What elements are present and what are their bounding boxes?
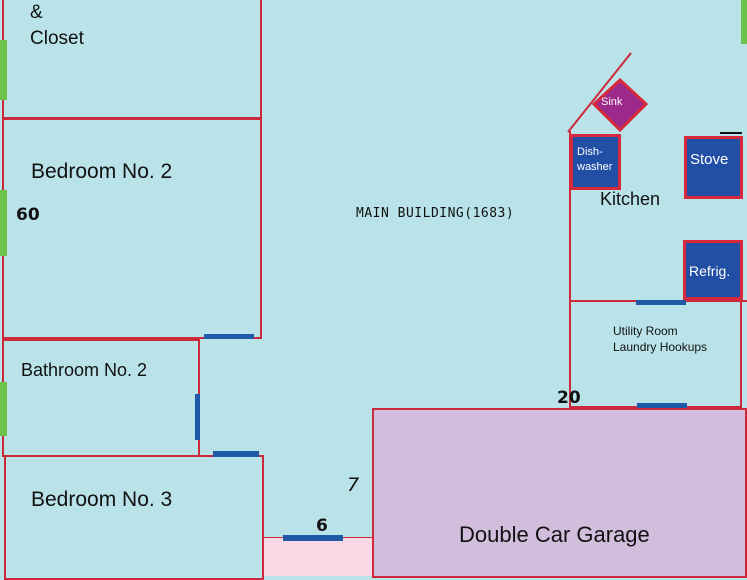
dimension-60: 60 — [16, 205, 40, 225]
dishwasher-label-line1: Dish- — [577, 146, 603, 158]
kitchen-wall-left — [569, 131, 571, 302]
front-door — [283, 535, 343, 541]
kitchen-label: Kitchen — [600, 189, 661, 209]
bedroom-2-room — [2, 117, 262, 339]
main-building-label: MAIN BUILDING(1683) — [356, 206, 515, 221]
bedroom-3-label: Bedroom No. 3 — [31, 488, 173, 511]
utility-label-line2: Laundry Hookups — [613, 340, 708, 354]
bedroom-2-door — [204, 334, 254, 339]
stove-mark — [720, 132, 742, 138]
refrigerator-label: Refrig. — [689, 263, 731, 279]
kitchen-window — [741, 0, 747, 44]
bedroom-2-window — [0, 190, 7, 256]
dimension-6: 6 — [316, 516, 328, 536]
utility-door — [636, 300, 686, 305]
closet-window — [0, 40, 7, 100]
bathroom-2-label: Bathroom No. 2 — [21, 360, 148, 380]
stove-label: Stove — [690, 151, 729, 168]
bedroom-3-room — [4, 455, 264, 580]
dishwasher-appliance — [570, 134, 621, 190]
garage-label: Double Car Garage — [459, 522, 650, 547]
dishwasher-label-line2: washer — [577, 161, 613, 173]
utility-room — [569, 300, 742, 408]
bedroom-2-label: Bedroom No. 2 — [31, 160, 173, 183]
bedroom-3-door — [213, 451, 259, 457]
closet-amp-label: & — [30, 2, 43, 23]
garage-door — [637, 403, 687, 408]
garage-room — [372, 408, 747, 578]
stove-appliance — [684, 136, 743, 199]
bathroom-2-door — [195, 394, 200, 440]
bathroom-2-room — [2, 339, 200, 457]
closet-label: Closet — [30, 28, 84, 49]
porch-area — [262, 537, 374, 576]
bathroom-2-window — [0, 382, 7, 436]
refrigerator-appliance — [683, 240, 743, 300]
sink-label: Sink — [601, 96, 623, 108]
dimension-7: 7 — [347, 474, 360, 496]
utility-label-line1: Utility Room — [613, 324, 678, 338]
dimension-20: 20 — [557, 388, 581, 408]
sink-diagram — [567, 52, 649, 133]
